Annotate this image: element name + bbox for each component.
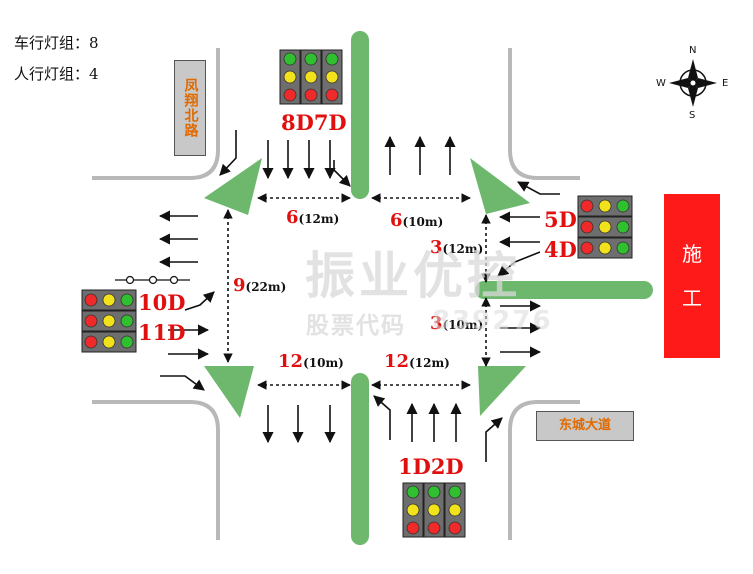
signal-head-west-lamp [102, 335, 116, 349]
island-sw [204, 366, 254, 418]
signal-head-west-lamp [120, 314, 134, 328]
signal-head-east-lamp [580, 199, 594, 213]
crosswalk-label-west: 9(22m) [233, 275, 287, 296]
signal-head-east-lamp [598, 241, 612, 255]
signal-head-west-lamp [84, 293, 98, 307]
signal-label-north: 8D7D [281, 110, 347, 135]
signal-head-north-lamp [283, 52, 297, 66]
signal-head-east-lamp [616, 199, 630, 213]
construction-text-2: 工 [682, 286, 702, 310]
signal-head-east-lamp [616, 241, 630, 255]
signal-head-west-lamp [120, 335, 134, 349]
signal-head-north-lamp [283, 88, 297, 102]
signal-label-west-upper: 10D [138, 290, 186, 315]
signal-head-north-lamp [283, 70, 297, 84]
signal-label-east-lower: 4D [544, 237, 577, 262]
signal-head-south-lamp [448, 485, 462, 499]
signal-head-south-lamp [406, 521, 420, 535]
signal-head-north-lamp [304, 52, 318, 66]
signal-head-north-lamp [304, 88, 318, 102]
compass-n: N [689, 45, 697, 56]
north-road-sign: 凤翔北路 [174, 60, 206, 156]
crosswalk-label-n-left: 6(12m) [286, 207, 340, 228]
crosswalk-label-s-right: 12(12m) [384, 351, 450, 372]
signal-head-west-lamp [102, 293, 116, 307]
signal-head-south-lamp [406, 503, 420, 517]
construction-text-1: 施 [682, 242, 702, 266]
signal-head-east-lamp [580, 220, 594, 234]
road-curbs [92, 48, 580, 540]
crosswalk-label-n-right: 6(10m) [390, 210, 444, 231]
median-strips [351, 31, 653, 545]
signal-head-west-lamp [120, 293, 134, 307]
compass-s: S [689, 110, 696, 121]
signal-heads [81, 49, 633, 538]
signal-head-north-lamp [325, 52, 339, 66]
traffic-arrows [158, 130, 560, 462]
signal-head-north-lamp [304, 70, 318, 84]
signal-head-north-lamp [325, 88, 339, 102]
ped-detector-line [115, 275, 190, 285]
island-se [478, 366, 526, 416]
crosswalks [223, 193, 491, 390]
signal-head-south-lamp [427, 521, 441, 535]
watermark-code: 839276 [432, 306, 553, 336]
signal-head-east-lamp [598, 220, 612, 234]
signal-label-south: 1D2D [398, 454, 464, 479]
crosswalk-label-e-lower: 3(10m) [430, 313, 484, 334]
signal-label-east-upper: 5D [544, 207, 577, 232]
signal-head-east-lamp [580, 241, 594, 255]
east-road-sign: 东城大道 [536, 411, 634, 441]
signal-head-south-lamp [448, 503, 462, 517]
signal-head-east-lamp [616, 220, 630, 234]
compass-e: E [722, 78, 729, 89]
island-nw [204, 158, 262, 215]
construction-zone: 施 工 [664, 194, 720, 358]
signal-head-west-lamp [84, 314, 98, 328]
signal-head-east-lamp [598, 199, 612, 213]
compass-w: W [656, 78, 666, 89]
signal-head-north-lamp [325, 70, 339, 84]
crosswalk-label-e-upper: 3(12m) [430, 237, 484, 258]
signal-head-west-lamp [102, 314, 116, 328]
signal-head-south-lamp [427, 503, 441, 517]
watermark-main: 振业优控 [305, 247, 521, 305]
corner-islands [204, 158, 530, 418]
signal-label-west-lower: 11D [138, 320, 186, 345]
watermark-sub: 股票代码 [306, 313, 406, 339]
compass-icon [669, 59, 717, 107]
pedestrian-group-count: 人行灯组：4 [14, 65, 99, 83]
signal-head-west-lamp [84, 335, 98, 349]
signal-head-south-lamp [448, 521, 462, 535]
island-ne [470, 158, 530, 214]
crosswalk-label-s-left: 12(10m) [278, 351, 344, 372]
signal-head-south-lamp [406, 485, 420, 499]
signal-head-south-lamp [427, 485, 441, 499]
vehicle-group-count: 车行灯组：8 [14, 34, 99, 52]
